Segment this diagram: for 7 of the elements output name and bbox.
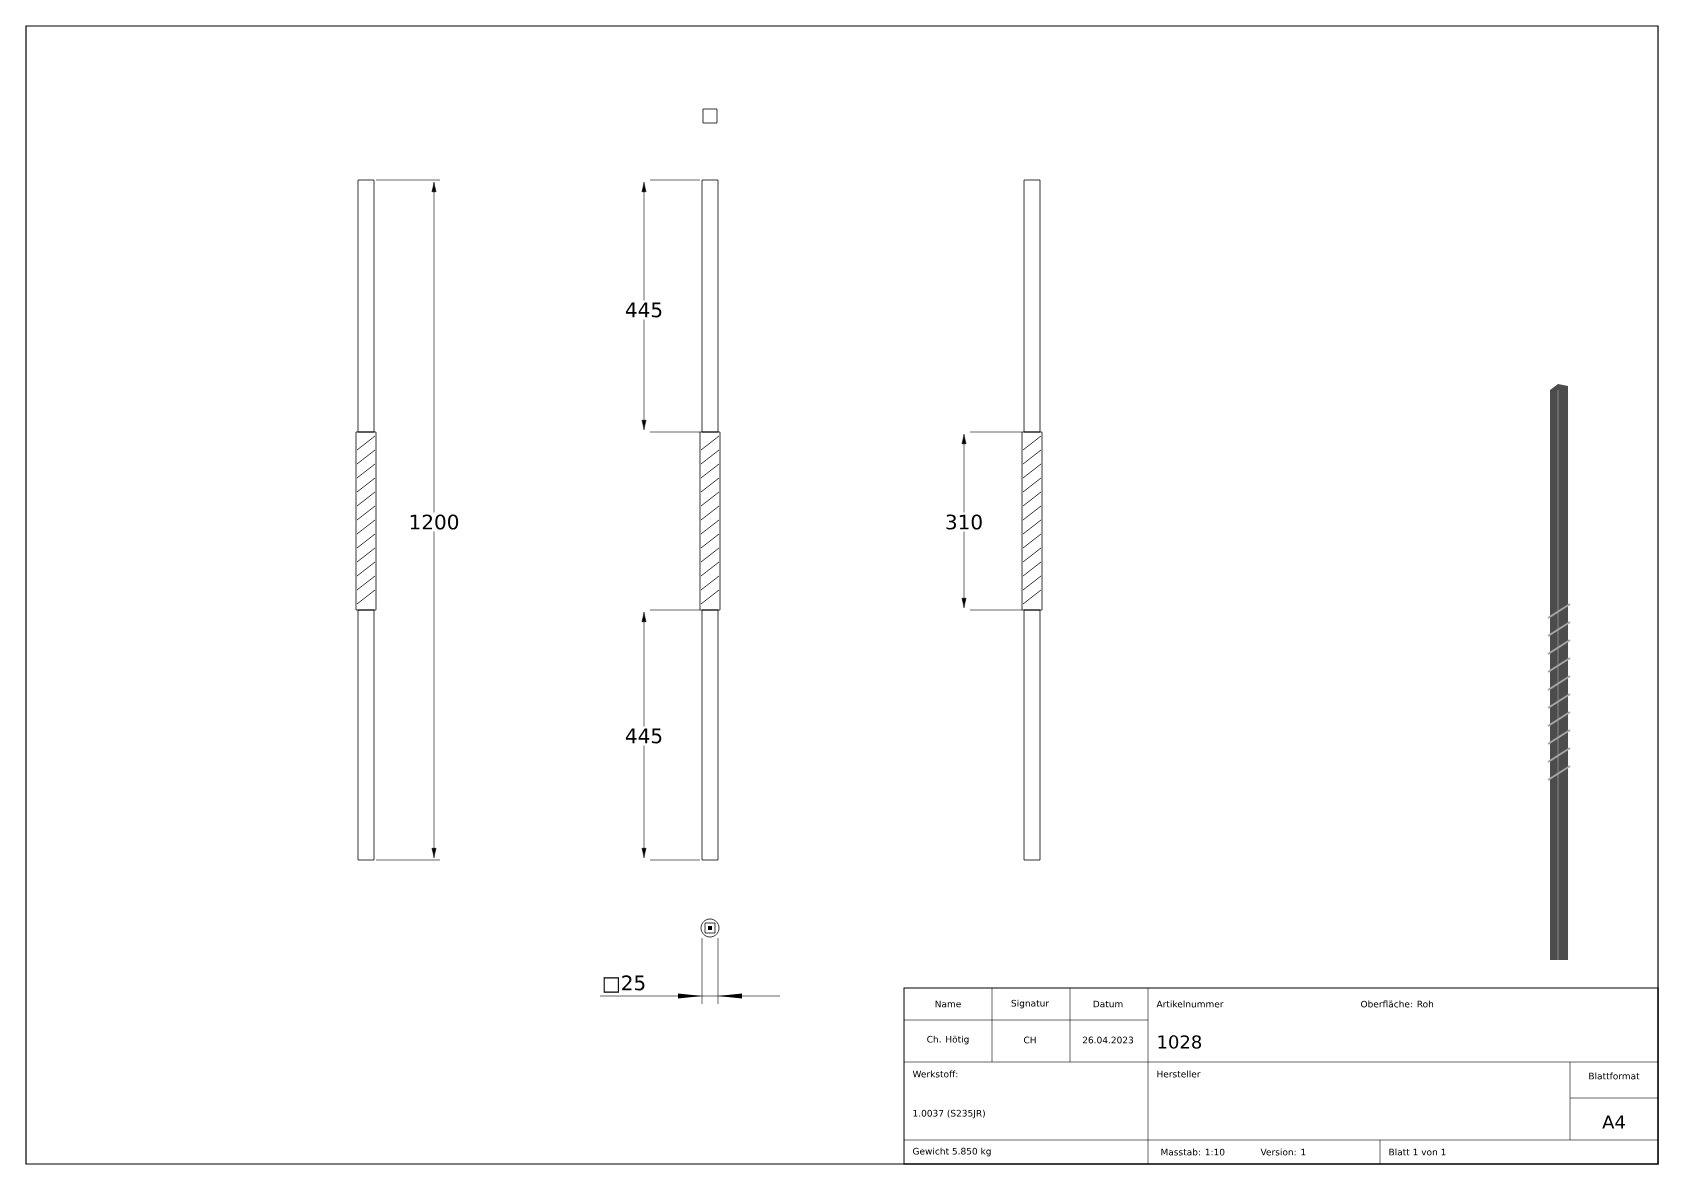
- table-cell-text: A4: [1602, 1115, 1625, 1129]
- dimension-label: 1200: [406, 512, 462, 532]
- dimension-label: 310: [942, 512, 986, 532]
- dimension-label: 445: [622, 726, 666, 746]
- article-number: 1028: [1158, 1035, 1202, 1049]
- dimension-label: □25: [599, 973, 649, 995]
- dimension-label: 445: [622, 300, 666, 320]
